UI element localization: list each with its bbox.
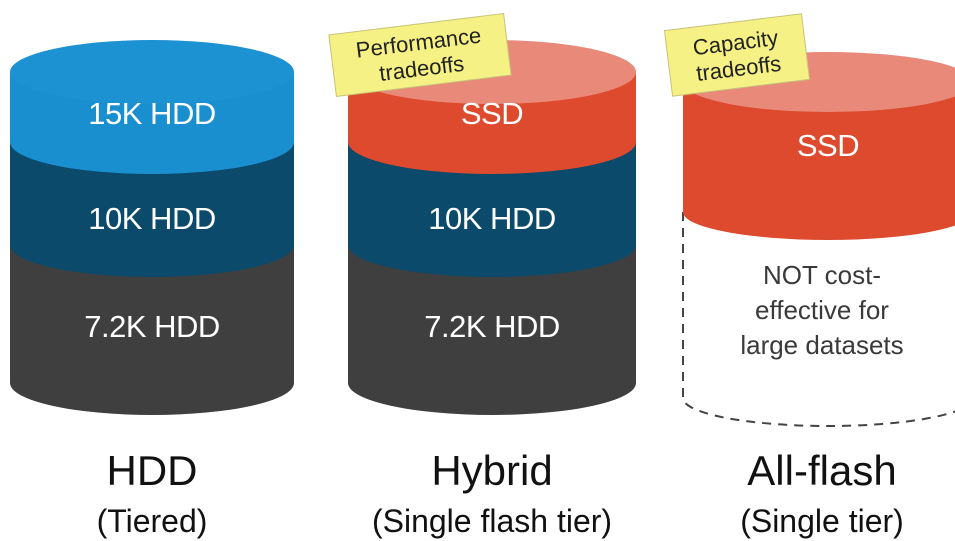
allflash-subtitle: (Single tier) xyxy=(740,503,904,539)
hdd-subtitle: (Tiered) xyxy=(97,503,208,539)
hdd-seg-3-label: 7.2K HDD xyxy=(84,309,220,344)
hdd-seg-1-label: 15K HDD xyxy=(88,96,215,131)
hybrid-seg-2-label: 10K HDD xyxy=(428,201,555,236)
performance-tradeoffs-note: Performance tradeoffs xyxy=(328,12,512,98)
allflash-cylinder: SSD NOT cost- effective for large datase… xyxy=(682,52,955,539)
allflash-empty-line-3: large datasets xyxy=(740,330,903,360)
hybrid-title: Hybrid xyxy=(431,447,552,494)
allflash-empty-outline xyxy=(682,212,955,427)
hybrid-cylinder: SSD 10K HDD 7.2K HDD Hybrid (Single flas… xyxy=(348,40,636,539)
allflash-seg-1-label: SSD xyxy=(797,128,859,163)
allflash-empty-line-2: effective for xyxy=(755,295,889,325)
hybrid-subtitle: (Single flash tier) xyxy=(372,503,612,539)
note-background xyxy=(663,13,811,97)
capacity-tradeoffs-note: Capacity tradeoffs xyxy=(663,13,811,97)
hdd-7k-segment xyxy=(10,245,294,415)
note-background xyxy=(328,12,512,98)
hdd-cylinder: 15K HDD 10K HDD 7.2K HDD HDD (Tiered) xyxy=(10,40,294,539)
hybrid-seg-1-label: SSD xyxy=(461,96,523,131)
allflash-empty-line-1: NOT cost- xyxy=(763,260,881,290)
hdd-seg-2-label: 10K HDD xyxy=(88,201,215,236)
allflash-title: All-flash xyxy=(747,447,896,494)
hdd-top-ellipse xyxy=(10,40,294,104)
hdd-10k-segment xyxy=(10,142,294,277)
allflash-ssd-segment xyxy=(683,82,955,240)
hdd-title: HDD xyxy=(107,447,198,494)
hybrid-seg-3-label: 7.2K HDD xyxy=(424,309,560,344)
hybrid-10k-segment xyxy=(348,142,636,277)
hybrid-7k-segment xyxy=(348,245,636,415)
